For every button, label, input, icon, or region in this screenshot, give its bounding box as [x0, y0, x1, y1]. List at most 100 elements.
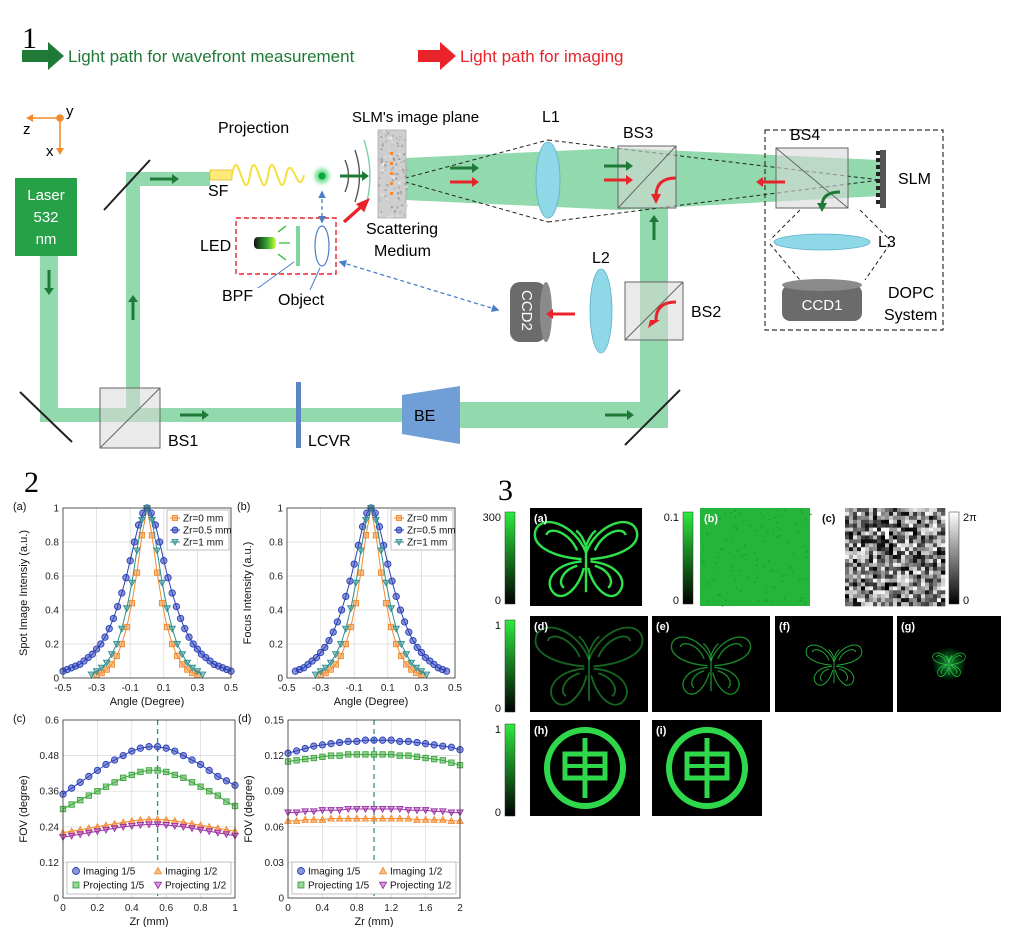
- speckle-dot: [755, 559, 758, 561]
- phase-pixel: [869, 523, 874, 528]
- x-tick-label: 0.1: [157, 683, 171, 694]
- speckle-dot: [734, 510, 736, 512]
- phase-pixel: [865, 535, 870, 540]
- led-box: [235, 217, 337, 275]
- data-point: [151, 521, 160, 529]
- butterfly-stroke: [533, 520, 588, 561]
- phase-pixel: [929, 511, 934, 517]
- beam-laser-down: [40, 256, 58, 416]
- data-point: [352, 805, 361, 814]
- phase-pixel: [893, 566, 898, 572]
- speckle-dot: [785, 510, 787, 513]
- phase-pixel: [921, 570, 926, 575]
- data-point: [357, 569, 365, 576]
- object-label: Object: [278, 292, 325, 309]
- data-point: [198, 671, 207, 679]
- data-point: [87, 671, 96, 679]
- butterfly-stroke: [805, 644, 835, 666]
- y-tick-label: 0.6: [45, 716, 59, 727]
- laser-source: [15, 178, 77, 256]
- phase-pixel: [909, 594, 914, 599]
- data-point: [316, 648, 325, 657]
- data-point: [102, 821, 110, 829]
- y-tick-label: 0.12: [40, 858, 60, 869]
- phase-pixel: [913, 566, 918, 572]
- phase-pixel: [881, 590, 886, 595]
- phase-pixel: [873, 527, 878, 532]
- phase-pixel: [905, 602, 910, 607]
- phase-pixel: [869, 515, 874, 521]
- phase-pixel: [849, 519, 854, 525]
- speckle-dot: [717, 518, 720, 521]
- x-tick-label: 2: [457, 903, 463, 914]
- phase-pixel: [933, 570, 938, 575]
- speckle-dot: [707, 600, 709, 603]
- data-point: [107, 651, 116, 659]
- phase-pixel: [917, 594, 922, 599]
- speckle-dot: [798, 579, 801, 582]
- phase-pixel: [865, 539, 870, 544]
- phase-pixel: [933, 574, 938, 579]
- phase-pixel: [933, 511, 938, 517]
- image-label: (b): [704, 513, 718, 525]
- phase-pixel: [885, 574, 890, 579]
- y-tick-label: 0.6: [45, 572, 59, 583]
- speckle-dot: [783, 508, 785, 510]
- beam-bs1-up: [126, 172, 140, 416]
- data-point: [331, 651, 340, 659]
- phase-pixel: [873, 574, 878, 579]
- data-point: [396, 752, 403, 759]
- data-point: [316, 668, 325, 676]
- phase-pixel: [925, 562, 930, 568]
- phase-pixel: [889, 574, 894, 579]
- phase-pixel: [937, 543, 942, 548]
- phase-pixel: [897, 594, 902, 599]
- phase-pixel: [925, 527, 930, 532]
- speckle-dot: [711, 579, 713, 581]
- phase-pixel: [937, 598, 942, 603]
- speckle-dot: [716, 515, 718, 518]
- phase-pixel: [849, 594, 854, 599]
- phase-pixel: [901, 543, 906, 548]
- phase-pixel: [941, 551, 946, 556]
- l2-label: L2: [592, 250, 610, 267]
- data-point: [153, 547, 162, 555]
- phase-pixel: [897, 570, 902, 575]
- speckle-dot: [725, 599, 727, 601]
- data-point: [171, 539, 179, 546]
- phase-pixel: [941, 531, 946, 536]
- panel-label: (a): [13, 501, 26, 513]
- phase-pixel: [845, 590, 850, 595]
- data-point: [97, 640, 105, 648]
- phase-pixel: [861, 574, 866, 579]
- phase-pixel: [845, 598, 850, 603]
- data-point: [311, 671, 320, 679]
- projection-wave: [231, 164, 305, 186]
- phase-pixel: [909, 515, 914, 521]
- phase-pixel: [869, 555, 874, 560]
- phase-pixel: [913, 574, 918, 579]
- legend-entry: Imaging 1/2: [165, 867, 218, 878]
- speckle-dot: [781, 575, 784, 577]
- phase-pixel: [845, 515, 850, 521]
- data-point: [422, 754, 429, 762]
- phase-pixel: [849, 566, 854, 572]
- image-tile-d: (d): [530, 616, 648, 712]
- y-tick-label: 0: [277, 674, 283, 685]
- phase-pixel: [869, 570, 874, 575]
- phase-pixel: [913, 559, 918, 564]
- phase-pixel: [845, 508, 850, 513]
- phase-pixel: [905, 582, 910, 587]
- phase-pixel: [845, 559, 850, 564]
- phase-pixel: [881, 523, 886, 528]
- phase-pixel: [917, 590, 922, 595]
- phase-pixel: [921, 590, 926, 595]
- phase-pixel: [877, 570, 882, 575]
- data-point: [404, 814, 413, 822]
- slm-teeth: [876, 151, 880, 204]
- speckle-dot: [797, 531, 799, 533]
- phase-pixel: [861, 570, 866, 575]
- phase-pixel: [893, 527, 898, 532]
- phase-pixel: [869, 590, 874, 595]
- phase-pixel: [909, 511, 914, 517]
